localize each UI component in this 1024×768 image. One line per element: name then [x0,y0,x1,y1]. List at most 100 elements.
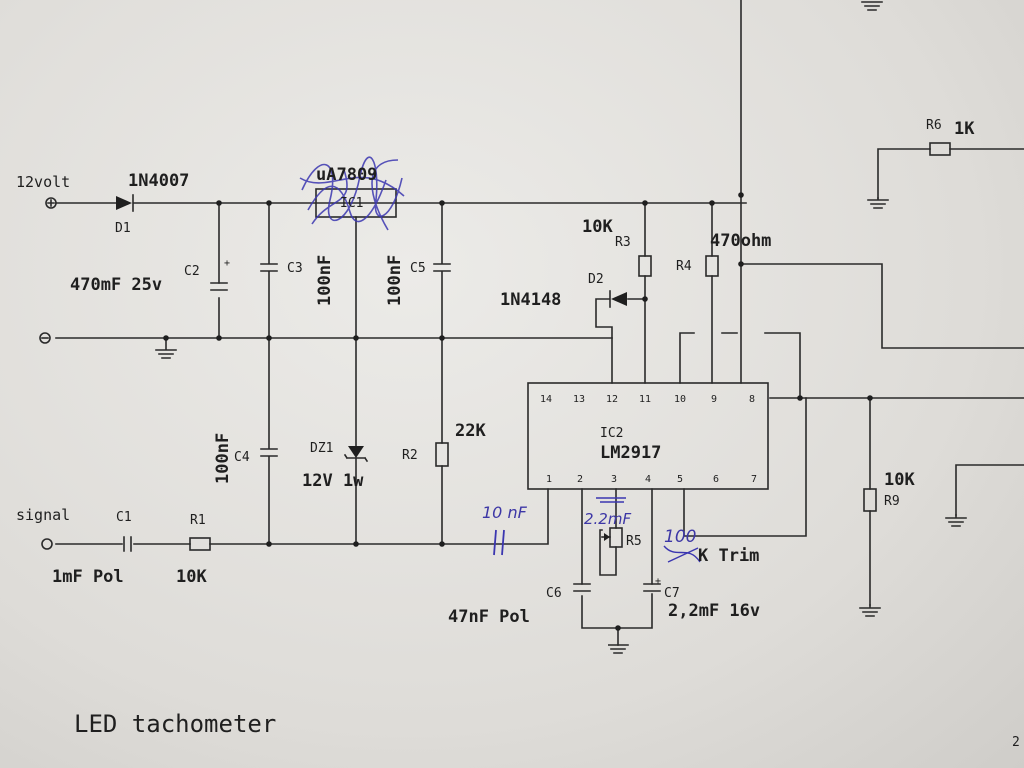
ink-overwrite [663,545,701,563]
ic2-pin-label: 5 [677,474,683,485]
d2-value: 1N4148 [500,290,561,310]
ic2-part: LM2917 [600,443,661,463]
terminal-signal [41,538,53,550]
svg-text:+: + [224,258,230,269]
d1-name: D1 [115,221,131,236]
r9-name: R9 [884,494,900,509]
r1-value: 10K [176,567,207,587]
capacitor-c6-symbol [573,583,591,592]
capacitor-c1-symbol [123,536,132,552]
ic2-pin-label: 7 [751,474,757,485]
trimmer-r5-symbol [601,527,623,548]
ic2-pin-label: 2 [577,474,583,485]
resistor-r6-symbol [929,142,951,156]
resistor-r4-symbol [705,255,719,277]
ground-icon [608,644,629,654]
ic1-name: IC1 [340,196,363,211]
c6-name: C6 [546,586,562,601]
ic2-bottom-pins: 1 2 3 4 5 6 7 [546,474,757,485]
c3-name: C3 [287,261,303,276]
c1-value: 1mF Pol [52,567,124,587]
ic2-body [527,382,769,490]
ground-icon [867,197,889,209]
r2-name: R2 [402,448,418,463]
r6-value: 1K [954,119,975,139]
capacitor-c4-symbol [260,448,278,457]
r1-name: R1 [190,513,206,528]
r3-value: 10K [582,217,613,237]
r2-value: 22K [455,421,486,441]
ink-strike [596,497,626,503]
supply-label: 12volt [16,173,70,191]
d1-value: 1N4007 [128,171,189,191]
ic2-pin-label: 4 [645,474,651,485]
c7-value: 2,2mF 16v [668,601,760,621]
ic2-name: IC2 [600,426,623,441]
page-title: LED tachometer [74,710,276,738]
terminal-supply [45,197,57,209]
c2-value: 470mF 25v [70,275,162,295]
ic2-pin-label: 13 [573,394,585,405]
c4-value: 100nF [213,433,233,484]
handwritten-cap-note: 10 nF [482,503,528,522]
signal-label: signal [16,506,70,524]
wires [55,0,1024,646]
r4-value: 470ohm [710,231,771,251]
ic2-pin-label: 1 [546,474,552,485]
handwritten-trim-note: 100 [664,527,696,547]
r5-value: K Trim [698,546,759,566]
ground-icon [859,604,881,617]
c3-value: 100nF [315,255,335,306]
c2-name: C2 [184,264,200,279]
dz1-name: DZ1 [310,441,333,456]
capacitor-c5-symbol [433,263,451,272]
c4-name: C4 [234,450,250,465]
labels: 12volt signal 1N4007 D1 C2 470mF 25v C3 … [16,118,1020,750]
r3-name: R3 [615,235,631,250]
diode-d1-symbol [116,194,134,212]
junction-dots [163,192,873,631]
capacitor-c2-symbol: + [210,258,230,291]
ink-capacitor-mark [493,529,505,556]
c1-name: C1 [116,510,132,525]
c5-name: C5 [410,261,426,276]
resistor-r9-symbol [863,488,877,512]
ink-scribble [299,156,405,231]
resistor-r2-symbol [435,442,449,467]
ground-icon [945,514,967,527]
capacitor-c3-symbol [260,263,278,272]
zener-dz1-symbol [343,446,369,463]
diode-d2-symbol [609,290,627,308]
corner-fragment: 2 [1012,735,1020,750]
handwritten-c7-note: 2.2mF [584,510,631,528]
r5-name: R5 [626,534,642,549]
ic2-pin-label: 3 [611,474,617,485]
ic1-value: uA7809 [316,165,377,185]
c6-value: 47nF Pol [448,607,530,627]
regulator-ic1-symbol [315,188,397,218]
r9-value: 10K [884,470,915,490]
ic2-pin-label: 14 [540,394,552,405]
ic2-pin-label: 11 [639,394,651,405]
ground-symbols [155,1,967,654]
ic2-top-pins: 14 13 12 11 10 9 8 [540,394,755,405]
resistor-r1-symbol [189,537,211,551]
ic2-pin-label: 12 [606,394,618,405]
ic2-pin-label: 8 [749,394,755,405]
d2-name: D2 [588,272,604,287]
ground-icon [861,1,883,11]
ic2-pin-label: 10 [674,394,686,405]
c5-value: 100nF [385,255,405,306]
capacitor-c7-symbol: + [643,576,661,592]
c7-name: C7 [664,586,680,601]
handwritten-annotations [299,156,701,563]
ground-icon [155,337,177,359]
dz1-value: 12V 1w [302,471,364,491]
r6-name: R6 [926,118,942,133]
terminal-ground [39,332,51,344]
ic2-pin-label: 6 [713,474,719,485]
resistor-r3-symbol [638,255,652,277]
r4-name: R4 [676,259,692,274]
ic2-pin-label: 9 [711,394,717,405]
